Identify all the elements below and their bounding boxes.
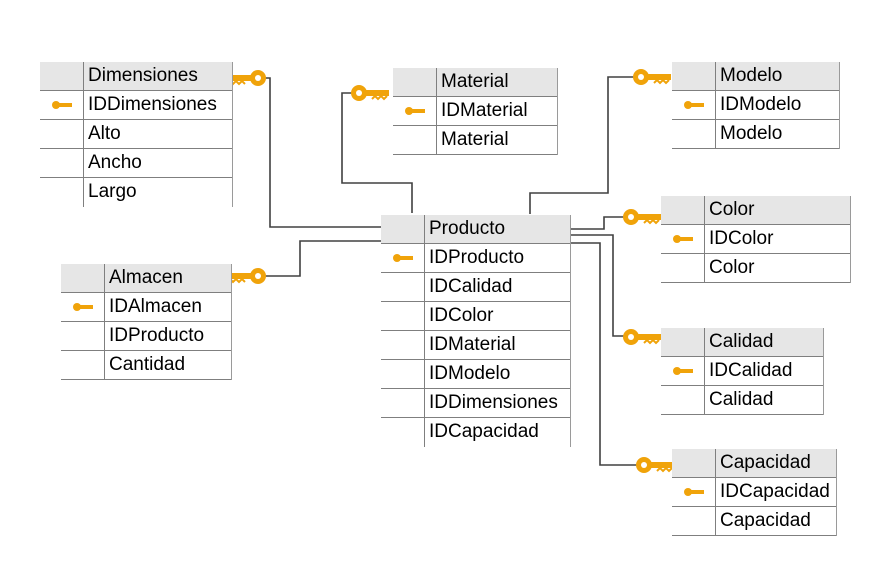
table-header[interactable]: Calidad (661, 328, 823, 357)
table-title: Dimensiones (88, 65, 198, 86)
field-row[interactable]: IDModelo (672, 91, 839, 120)
field-name: IDDimensiones (429, 392, 558, 413)
primary-key-icon (672, 367, 693, 375)
field-row[interactable]: IDModelo (381, 360, 570, 389)
field-name: Ancho (88, 152, 142, 173)
field-row[interactable]: IDColor (381, 302, 570, 331)
link-color-producto[interactable] (571, 216, 624, 230)
field-row[interactable]: Calidad (661, 386, 823, 415)
field-name: IDCalidad (709, 360, 793, 381)
field-name: Modelo (720, 123, 783, 144)
key-icon (636, 457, 674, 473)
table-title: Material (441, 71, 509, 92)
key-icon (351, 85, 389, 101)
field-row[interactable]: IDProducto (61, 322, 231, 351)
table-header[interactable]: Dimensiones (40, 62, 232, 91)
field-row[interactable]: Ancho (40, 149, 232, 178)
field-row[interactable]: IDDimensiones (40, 91, 232, 120)
field-name: Calidad (709, 389, 774, 410)
field-name: IDMaterial (429, 334, 516, 355)
primary-key-icon (683, 101, 704, 109)
field-row[interactable]: IDDimensiones (381, 389, 570, 418)
relationship-key-icons (228, 69, 674, 473)
table-title: Capacidad (720, 452, 811, 473)
field-name: Capacidad (720, 510, 811, 531)
table-header[interactable]: Color (661, 196, 850, 225)
field-name: Color (709, 257, 755, 278)
table-title: Modelo (720, 65, 783, 86)
primary-key-icon (683, 488, 704, 496)
table-title: Calidad (709, 331, 774, 352)
table-header[interactable]: Capacidad (672, 449, 836, 478)
field-name: IDColor (429, 305, 494, 326)
primary-key-icon (51, 101, 72, 109)
table-title: Almacen (109, 267, 183, 288)
field-row[interactable]: Material (393, 126, 557, 155)
table-title: Producto (429, 218, 506, 239)
field-name: IDModelo (720, 94, 802, 115)
field-name: IDProducto (109, 325, 205, 346)
field-row[interactable]: Cantidad (61, 351, 231, 380)
field-row[interactable]: Capacidad (672, 507, 836, 536)
key-icon (228, 268, 266, 284)
key-icon (623, 209, 661, 225)
table-header[interactable]: Material (393, 68, 557, 97)
field-name: Alto (88, 123, 121, 144)
table-color[interactable]: Color IDColor Color (661, 196, 851, 283)
table-header[interactable]: Almacen (61, 264, 231, 293)
link-material-producto[interactable] (341, 92, 413, 213)
field-row[interactable]: IDCalidad (661, 357, 823, 386)
field-name: IDMaterial (441, 100, 528, 121)
field-name: IDAlmacen (109, 296, 202, 317)
field-name: IDColor (709, 228, 774, 249)
link-almacen-producto[interactable] (262, 240, 381, 277)
field-row[interactable]: IDMaterial (393, 97, 557, 126)
table-material[interactable]: Material IDMaterial Material (393, 68, 558, 155)
field-row[interactable]: Modelo (672, 120, 839, 149)
field-row[interactable]: Largo (40, 178, 232, 207)
field-name: IDCapacidad (429, 421, 539, 442)
primary-key-icon (404, 107, 425, 115)
link-calidad-producto[interactable] (571, 234, 624, 337)
field-name: Largo (88, 181, 137, 202)
field-name: Cantidad (109, 354, 186, 375)
field-name: IDCapacidad (720, 481, 830, 502)
field-row[interactable]: IDAlmacen (61, 293, 231, 322)
field-row[interactable]: IDCalidad (381, 273, 570, 302)
field-row[interactable]: IDCapacidad (381, 418, 570, 447)
field-name: IDModelo (429, 363, 511, 384)
primary-key-icon (72, 303, 93, 311)
primary-key-icon (392, 254, 413, 262)
table-header[interactable]: Producto (381, 215, 570, 244)
table-dimensiones[interactable]: Dimensiones IDDimensiones Alto Ancho Lar… (40, 62, 233, 207)
link-modelo-producto[interactable] (529, 76, 638, 214)
field-row[interactable]: IDProducto (381, 244, 570, 273)
table-calidad[interactable]: Calidad IDCalidad Calidad (661, 328, 824, 415)
field-row[interactable]: IDMaterial (381, 331, 570, 360)
field-name: IDCalidad (429, 276, 513, 297)
table-producto[interactable]: Producto IDProducto IDCalidad IDColor ID… (381, 215, 571, 447)
field-row[interactable]: IDCapacidad (672, 478, 836, 507)
key-icon (228, 70, 266, 86)
link-dimensiones-producto[interactable] (262, 77, 381, 228)
link-capacidad-producto[interactable] (571, 242, 637, 466)
field-name: Material (441, 129, 509, 150)
table-modelo[interactable]: Modelo IDModelo Modelo (672, 62, 840, 149)
table-almacen[interactable]: Almacen IDAlmacen IDProducto Cantidad (61, 264, 232, 380)
field-name: IDProducto (429, 247, 525, 268)
primary-key-icon (672, 235, 693, 243)
field-row[interactable]: Color (661, 254, 850, 283)
table-header[interactable]: Modelo (672, 62, 839, 91)
field-row[interactable]: IDColor (661, 225, 850, 254)
key-icon (623, 329, 661, 345)
field-name: IDDimensiones (88, 94, 217, 115)
field-row[interactable]: Alto (40, 120, 232, 149)
table-capacidad[interactable]: Capacidad IDCapacidad Capacidad (672, 449, 837, 536)
key-icon (633, 69, 671, 85)
table-title: Color (709, 199, 755, 220)
